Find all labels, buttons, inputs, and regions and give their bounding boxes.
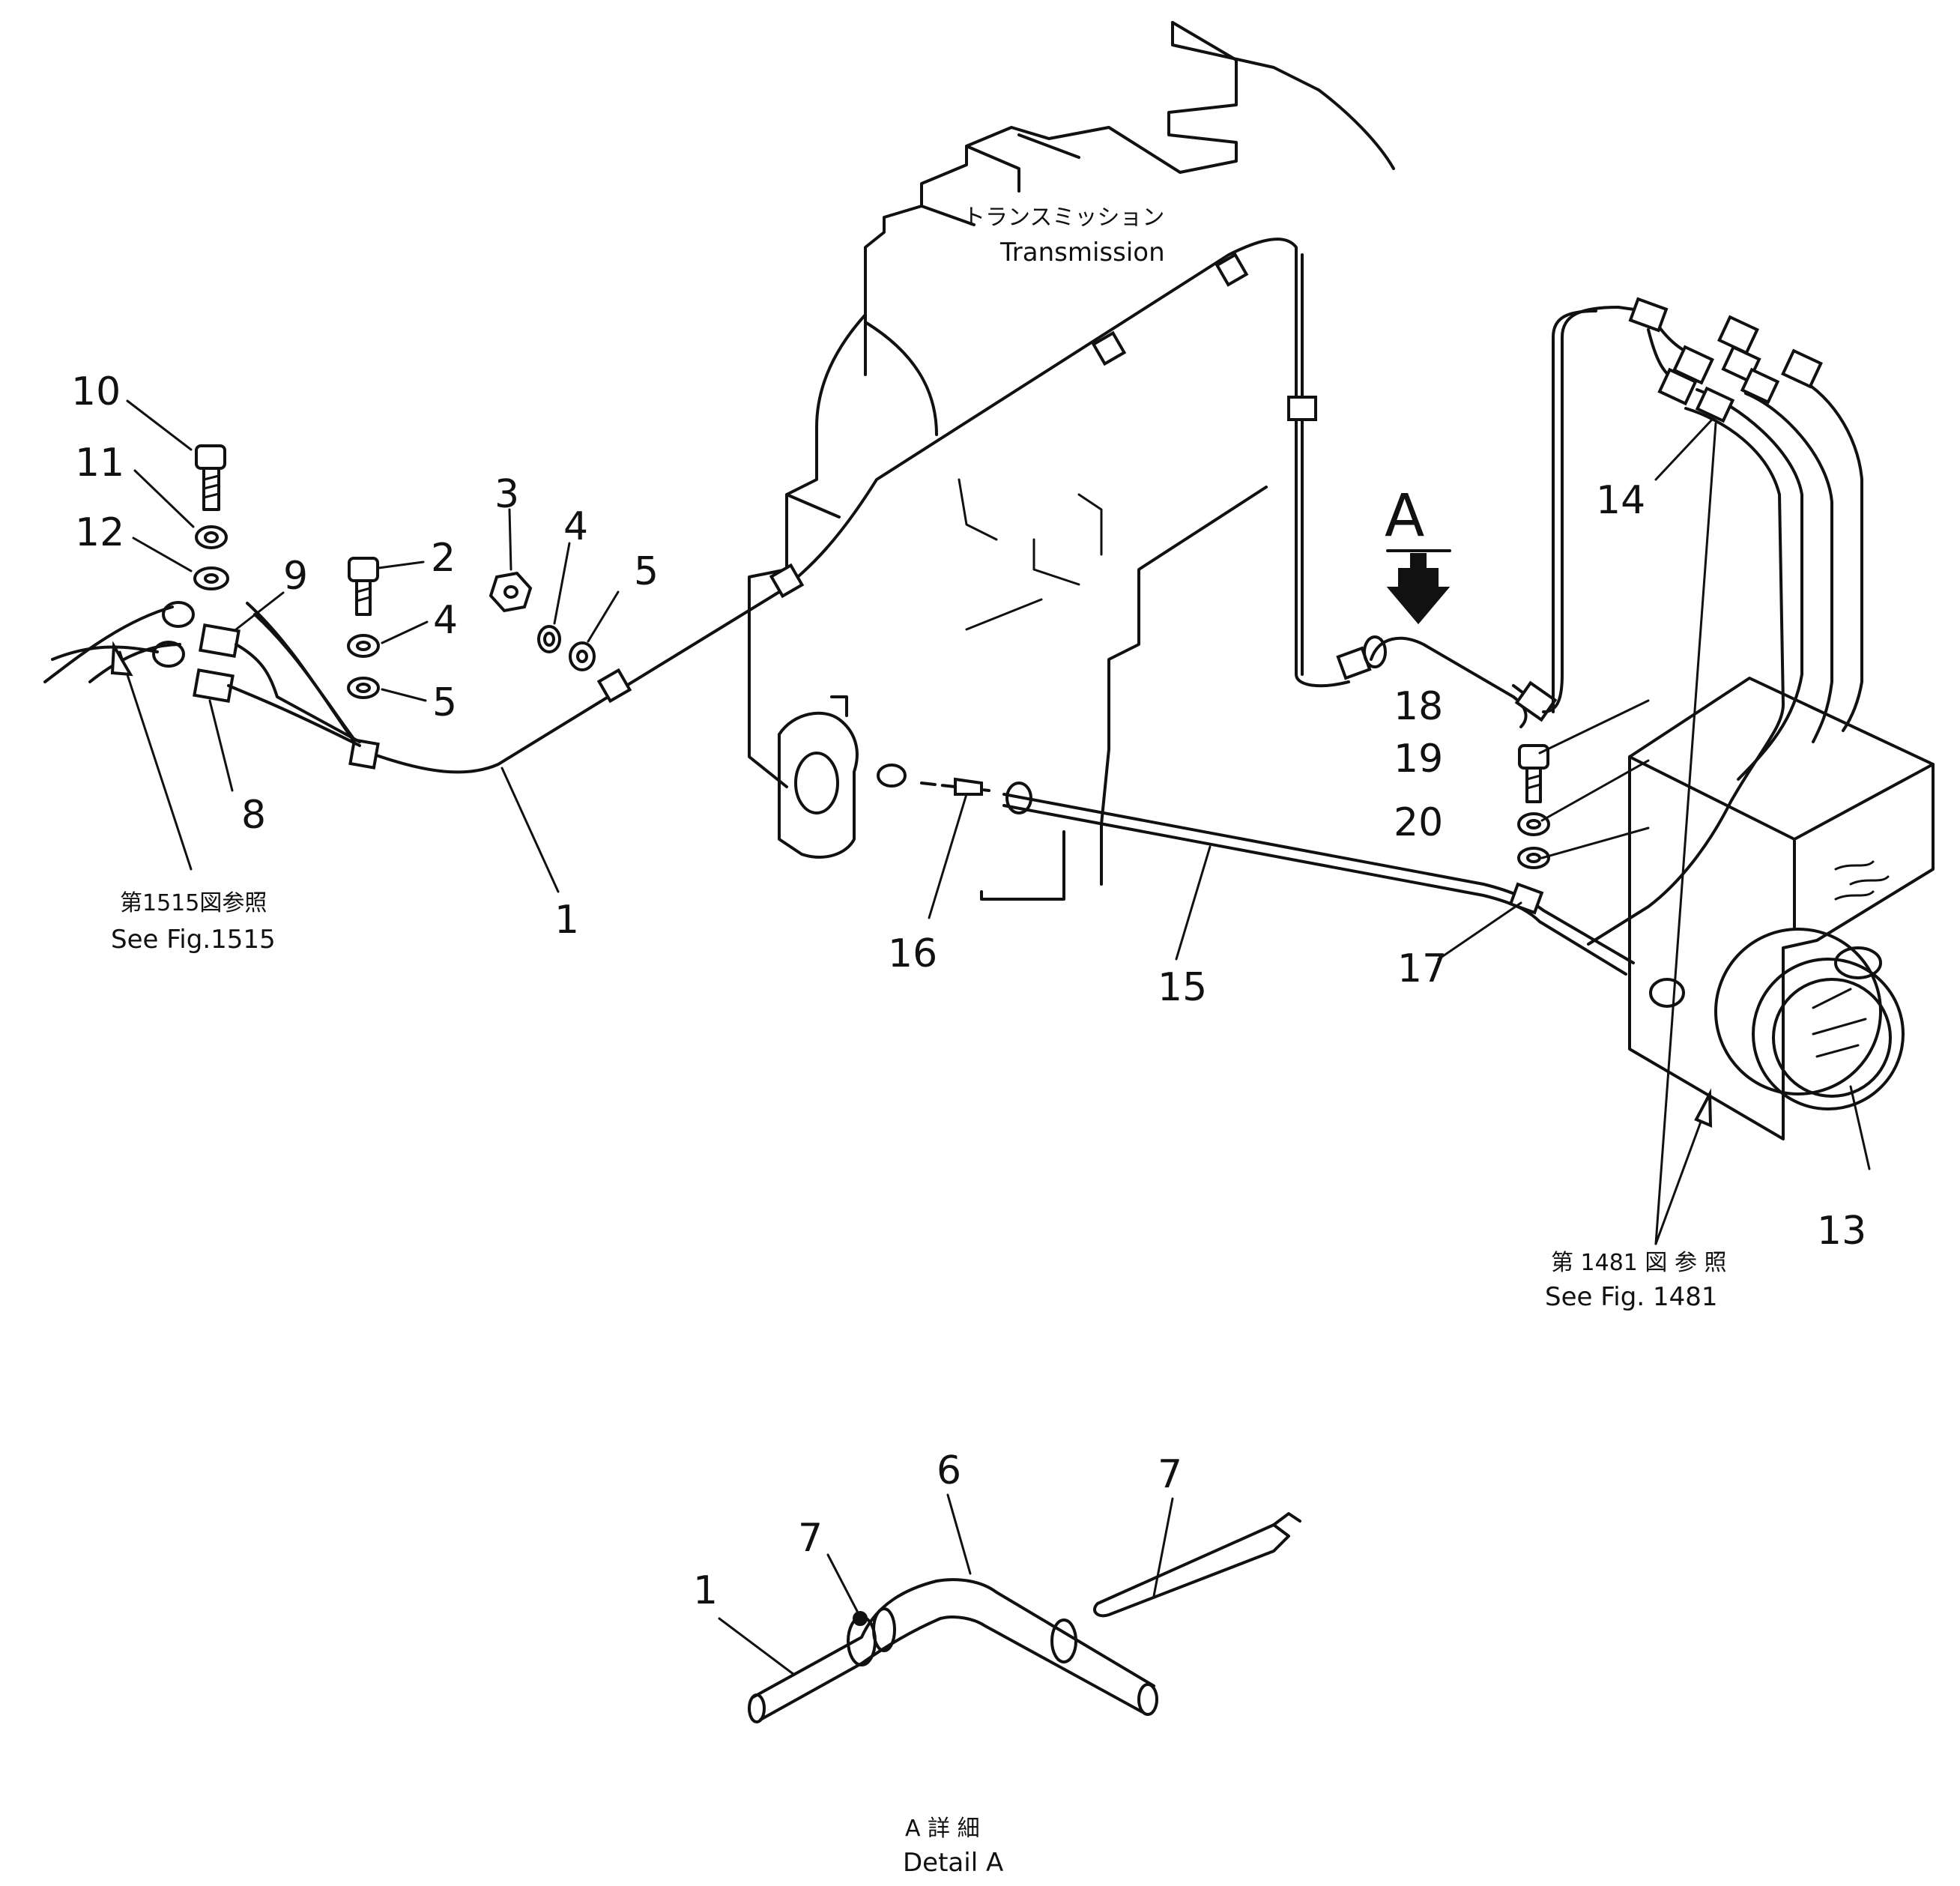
part-number-6: 6 (937, 1448, 961, 1493)
part-number-7b: 7 (1158, 1452, 1182, 1497)
part-number-5a: 5 (432, 680, 457, 725)
part-number-1-detail: 1 (693, 1568, 718, 1613)
part-number-3: 3 (494, 472, 519, 517)
see-fig-1481-jp: 第 1481 図 参 照 (1551, 1250, 1727, 1276)
part-number-17: 17 (1397, 946, 1447, 991)
part-number-1: 1 (554, 898, 579, 943)
leader-lines (110, 399, 1871, 1245)
part-numbers: 10 11 12 9 8 2 4 5 3 4 5 1 16 15 17 18 1… (71, 369, 1866, 1613)
harness-14 (1542, 297, 1863, 946)
see-fig-1481-en: See Fig. 1481 (1545, 1282, 1717, 1312)
detail-a-jp: A 詳 細 (905, 1816, 980, 1842)
part-number-7a: 7 (798, 1516, 823, 1561)
part-number-2: 2 (431, 536, 456, 581)
left-connectors (43, 601, 361, 747)
part-number-12: 12 (75, 510, 124, 555)
part-number-8: 8 (241, 793, 266, 838)
see-fig-1515-en: See Fig.1515 (111, 925, 276, 955)
connector-caps (1628, 297, 1823, 423)
transmission-label-en: Transmission (999, 238, 1165, 268)
part-number-10: 10 (71, 369, 121, 414)
part-number-4b: 4 (563, 504, 588, 549)
harness-15 (920, 777, 1635, 976)
part-number-13: 13 (1817, 1209, 1866, 1254)
fasteners (193, 444, 1550, 869)
part-number-9: 9 (283, 554, 308, 599)
part-number-18: 18 (1394, 684, 1443, 729)
gauge-box-13 (1628, 677, 1935, 1140)
detail-marker-a: A (1385, 483, 1424, 550)
part-number-4a: 4 (433, 598, 458, 643)
detail-a-en: Detail A (903, 1848, 1003, 1878)
see-fig-1515-jp: 第1515図参照 (120, 890, 267, 916)
part-number-19: 19 (1394, 737, 1443, 782)
part-number-14: 14 (1596, 478, 1645, 523)
transmission-label-jp: トランスミッション (963, 205, 1164, 231)
text-labels: トランスミッション Transmission 第1515図参照 See Fig.… (111, 205, 1727, 1878)
part-number-15: 15 (1158, 965, 1207, 1010)
part-number-16: 16 (888, 931, 937, 976)
part-number-5b: 5 (634, 549, 659, 594)
harness-1 (246, 238, 1372, 774)
part-number-11: 11 (75, 441, 124, 486)
part-number-20: 20 (1394, 800, 1443, 845)
detail-a-drawing (718, 1493, 1301, 1723)
